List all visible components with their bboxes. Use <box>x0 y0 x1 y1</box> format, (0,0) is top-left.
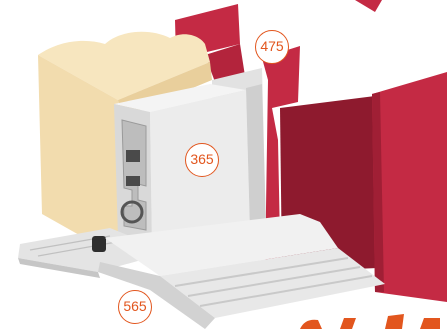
red-frame-top-sliver <box>355 0 382 12</box>
ramp-ridge-2 <box>187 266 361 297</box>
callout-565: 565 <box>118 290 152 324</box>
sill-gasket <box>92 236 106 252</box>
bulb-seal <box>120 200 144 224</box>
callout-365: 365 <box>185 143 219 177</box>
red-frame-right-edge <box>372 92 384 292</box>
sill-ramp-top <box>105 214 338 276</box>
ramp-ridge-1 <box>174 257 349 287</box>
red-frame-upper-profile <box>205 44 245 82</box>
timber-block-top <box>38 31 210 100</box>
sill-groove-2 <box>37 240 123 257</box>
orange-fragment <box>300 314 440 329</box>
seal-clip-1 <box>126 150 140 162</box>
seal-clip-2 <box>126 176 140 186</box>
sill-ramp-slope <box>160 248 385 318</box>
timber-block-front <box>38 55 120 258</box>
callout-475: 475 <box>255 30 289 64</box>
ramp-ridge-3 <box>199 275 373 307</box>
red-frame-right-wall <box>372 72 447 302</box>
sill-base-plate-edge <box>18 258 100 278</box>
main-profile-cutout <box>121 119 147 231</box>
main-profile-top <box>114 84 246 112</box>
red-frame-front-face <box>262 46 300 272</box>
vertical-profile-edge <box>246 84 266 232</box>
sill-ramp-front <box>98 262 215 329</box>
